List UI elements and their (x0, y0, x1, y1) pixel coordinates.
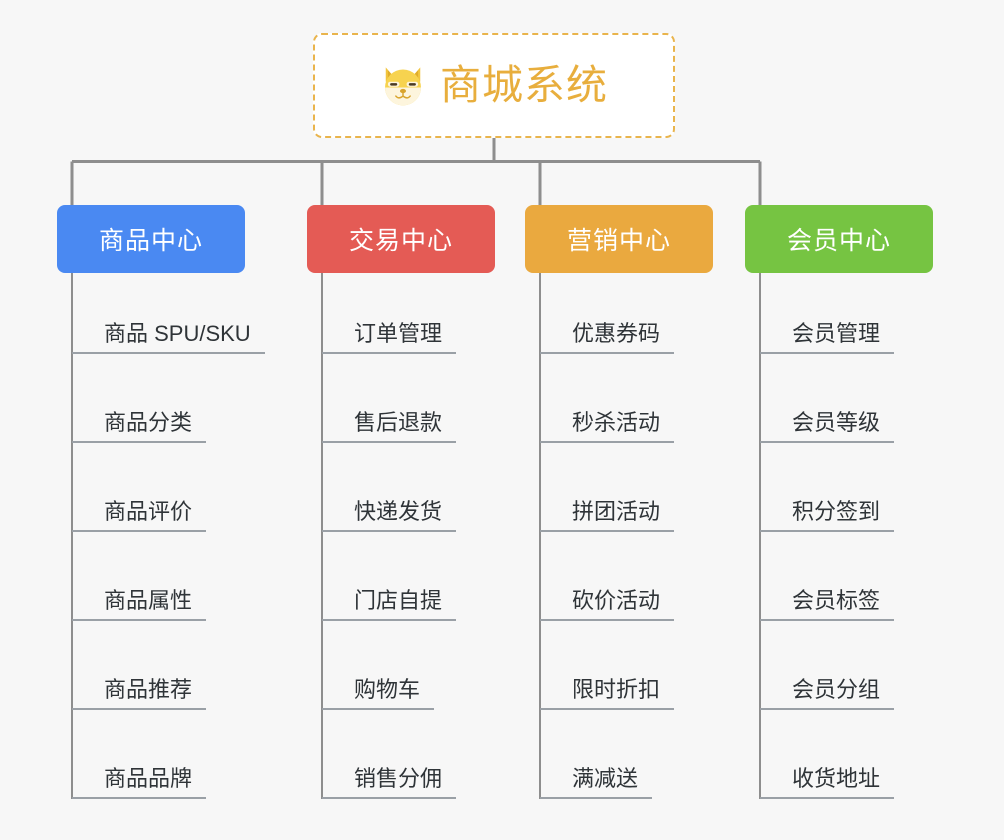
leaf-label: 积分签到 (792, 498, 881, 524)
leaf-label: 商品 SPU/SKU (104, 320, 251, 346)
leaf-underline (322, 708, 434, 710)
leaf-label: 商品分类 (104, 409, 193, 435)
leaf-underline (322, 352, 456, 354)
leaf-underline (72, 441, 206, 443)
leaf-underline (322, 797, 456, 799)
leaf-label: 商品属性 (104, 587, 193, 613)
leaf-label: 售后退款 (354, 409, 443, 435)
leaf-label: 购物车 (354, 676, 421, 702)
leaf-underline (72, 619, 206, 621)
leaf-label: 会员管理 (792, 320, 881, 346)
leaf-underline (540, 797, 652, 799)
leaf-label: 门店自提 (354, 587, 443, 613)
category-label: 营销中心 (566, 227, 671, 255)
leaf-underline (72, 530, 206, 532)
leaf-label: 拼团活动 (572, 498, 661, 524)
leaf-label: 优惠券码 (572, 320, 661, 346)
leaf-label: 商品品牌 (104, 765, 193, 791)
leaf-label: 会员标签 (792, 587, 881, 613)
category-label: 会员中心 (786, 227, 891, 255)
leaf-underline (760, 441, 894, 443)
shiba-inu-dog-face-icon (385, 66, 421, 105)
leaf-underline (72, 797, 206, 799)
leaf-underline (322, 619, 456, 621)
leaf-underline (540, 441, 674, 443)
leaf-underline (72, 352, 265, 354)
leaf-underline (540, 619, 674, 621)
category-box-3[interactable]: 营销中心 (525, 205, 713, 273)
leaf-label: 秒杀活动 (572, 409, 661, 435)
leaf-label: 销售分佣 (354, 765, 443, 791)
leaf-label: 收货地址 (792, 765, 881, 791)
leaf-label: 会员分组 (792, 676, 881, 702)
leaf-label: 满减送 (572, 765, 639, 791)
category-box-2[interactable]: 交易中心 (307, 205, 495, 273)
category-label: 商品中心 (98, 227, 203, 255)
leaf-underline (322, 441, 456, 443)
leaf-underline (540, 352, 674, 354)
category-label: 交易中心 (348, 227, 453, 255)
leaf-label: 会员等级 (792, 409, 881, 435)
leaf-underline (322, 530, 456, 532)
leaf-underline (760, 797, 894, 799)
leaf-label: 商品评价 (104, 498, 193, 524)
leaf-underline (540, 708, 674, 710)
leaf-underline (72, 708, 206, 710)
leaf-underline (760, 530, 894, 532)
leaf-underline (760, 619, 894, 621)
root-node[interactable]: 商城系统 (313, 33, 675, 138)
leaf-underline (540, 530, 674, 532)
category-box-1[interactable]: 商品中心 (57, 205, 245, 273)
root-title: 商城系统 (440, 62, 608, 108)
leaf-label: 快递发货 (354, 498, 443, 524)
category-box-4[interactable]: 会员中心 (745, 205, 933, 273)
leaf-label: 订单管理 (354, 320, 443, 346)
leaf-label: 限时折扣 (572, 676, 661, 702)
leaf-label: 商品推荐 (104, 676, 193, 702)
leaf-label: 砍价活动 (572, 587, 661, 613)
leaf-underline (760, 352, 894, 354)
leaf-underline (760, 708, 894, 710)
